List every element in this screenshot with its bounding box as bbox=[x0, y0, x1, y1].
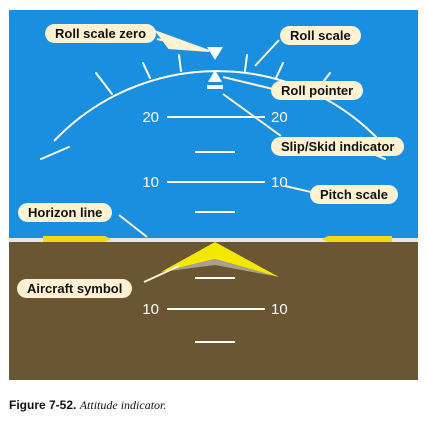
roll-scale-zero-marker bbox=[207, 47, 223, 60]
roll-scale-leader bbox=[254, 39, 280, 67]
aircraft-symbol-shadow bbox=[161, 259, 279, 277]
slip-skid-indicator bbox=[207, 85, 223, 89]
callout-aircraft-symbol: Aircraft symbol bbox=[17, 279, 133, 298]
callout-roll-scale-zero: Roll scale zero bbox=[45, 24, 157, 43]
slip-skid-leader bbox=[222, 93, 282, 137]
roll-scale-tick-30-left bbox=[95, 72, 113, 95]
roll-pointer-leader bbox=[222, 76, 278, 91]
roll-scale-zero-leader-tip bbox=[154, 29, 210, 52]
horizon-line-leader bbox=[118, 214, 148, 238]
pitch-number-up-20-right: 20 bbox=[271, 109, 288, 126]
callout-roll-pointer: Roll pointer bbox=[271, 81, 364, 100]
instrument-artwork: 20 20 10 10 10 10 bbox=[9, 29, 418, 343]
pitch-number-up-10-left: 10 bbox=[142, 174, 159, 191]
attitude-indicator: 20 20 10 10 10 10 bbox=[9, 10, 418, 380]
aircraft-symbol-leader bbox=[143, 265, 180, 283]
horizon-line bbox=[9, 238, 418, 242]
figure-caption: Figure 7-52. Attitude indicator. bbox=[9, 398, 166, 413]
callout-pitch-scale: Pitch scale bbox=[310, 185, 398, 204]
pitch-number-down-10-left: 10 bbox=[142, 301, 159, 318]
figure-caption-text: Attitude indicator. bbox=[79, 398, 167, 412]
pitch-number-up-10-right: 10 bbox=[271, 174, 288, 191]
figure-caption-label: Figure 7-52. bbox=[9, 398, 77, 412]
roll-scale-tick-10-left bbox=[178, 54, 182, 72]
callout-horizon-line: Horizon line bbox=[18, 203, 113, 222]
roll-scale-arc bbox=[53, 70, 381, 142]
roll-scale-tick-20-right bbox=[275, 62, 284, 79]
roll-pointer bbox=[208, 70, 222, 82]
aircraft-symbol-body bbox=[161, 242, 279, 277]
callout-roll-scale: Roll scale bbox=[280, 26, 361, 45]
roll-scale-tick-20-left bbox=[142, 62, 151, 79]
callout-slip-skid-indicator: Slip/Skid indicator bbox=[271, 137, 405, 156]
pitch-number-up-20-left: 20 bbox=[142, 109, 159, 126]
horizon-marker-left bbox=[43, 236, 111, 242]
pitch-scale-leader bbox=[284, 185, 312, 193]
pitch-number-down-10-right: 10 bbox=[271, 301, 288, 318]
roll-scale-tick-60-left bbox=[40, 146, 70, 160]
roll-scale-tick-10-right bbox=[244, 54, 248, 72]
horizon-marker-right bbox=[322, 236, 392, 242]
